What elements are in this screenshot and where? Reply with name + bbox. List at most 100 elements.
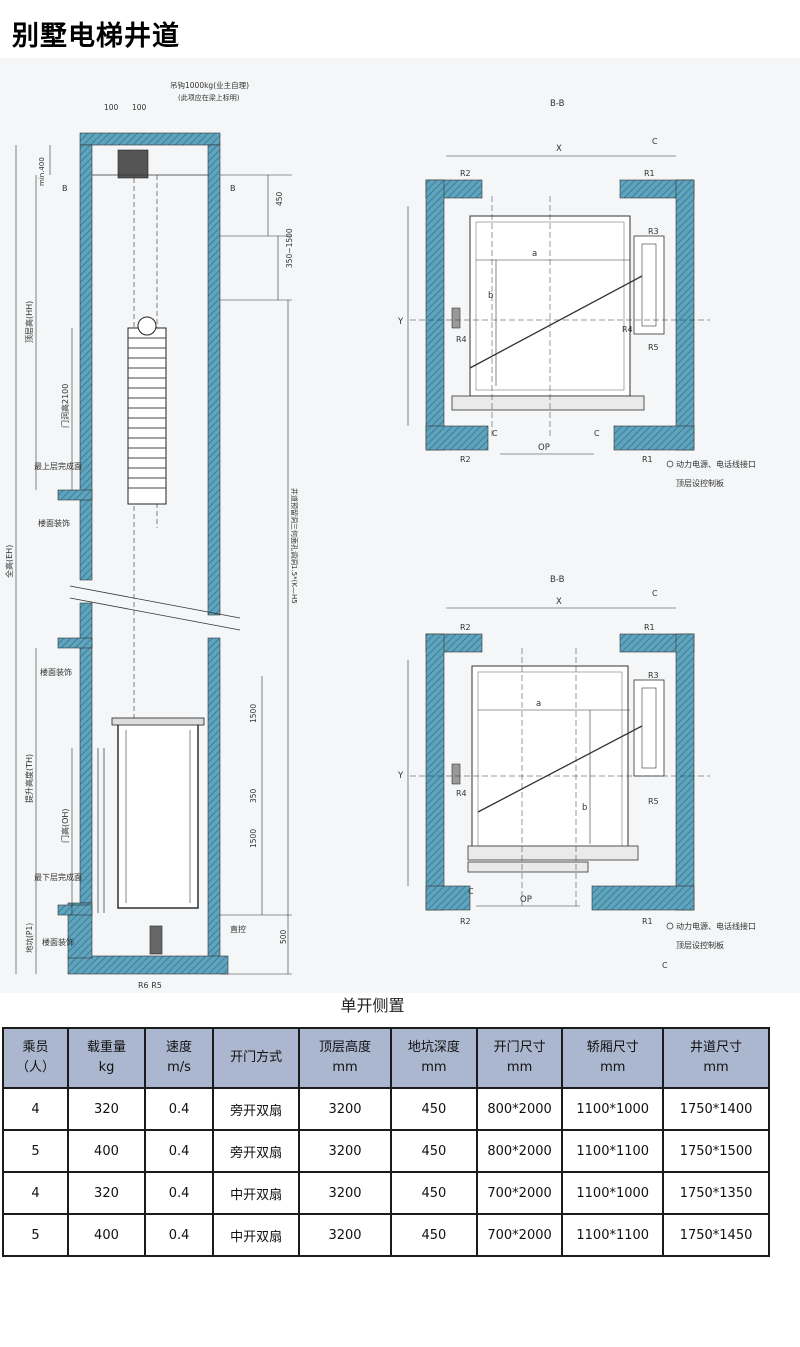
table-cell: 1750*1500 — [662, 1129, 770, 1173]
c-mark: C — [652, 589, 658, 598]
dim-500: 500 — [279, 929, 288, 944]
r-label: R5 — [648, 797, 659, 806]
dim-op: OP — [538, 443, 550, 453]
bottom-r-label: R6 R5 — [138, 981, 162, 990]
section-label: B-B — [550, 575, 565, 585]
power-interface-note: 动力电源、电话线接口 — [676, 921, 756, 931]
plan-view-top: B-B X C a b Y OP C C R2 R1 R3 R4 R4 R5 R… — [397, 99, 756, 488]
header-label: 开门方式 — [230, 1050, 283, 1065]
dim-350-1500: 350~1500 — [285, 228, 294, 268]
dim-100a: 100 — [104, 103, 119, 112]
header-unit: m/s — [167, 1060, 191, 1075]
wall-left — [425, 633, 445, 911]
counterweight — [127, 327, 167, 505]
dim-y: Y — [397, 771, 404, 781]
r-label: R2 — [460, 169, 471, 178]
wall-bottom-left — [425, 425, 489, 451]
power-interface-note: 动力电源、电话线接口 — [676, 459, 756, 469]
c-mark: C — [594, 429, 600, 438]
table-cell: 旁开双扇 — [212, 1129, 300, 1173]
floor-finish-label: 楼面装饰 — [38, 518, 70, 528]
header-label: 载重量 — [86, 1040, 126, 1055]
header-unit: mm — [703, 1060, 729, 1075]
r-label: R2 — [460, 917, 471, 926]
r-label: R5 — [648, 343, 659, 352]
door-height-label: 门洞高2100 — [60, 384, 70, 428]
top-slab — [79, 132, 221, 146]
header-label: 井道尺寸 — [690, 1040, 743, 1055]
table-cell: 0.4 — [143, 1171, 215, 1215]
table-cell: 3200 — [298, 1087, 392, 1131]
wall-bottom-right — [613, 425, 695, 451]
table-cell: 1100*1100 — [561, 1129, 665, 1173]
c-mark: C — [662, 961, 668, 970]
table-cell: 3200 — [298, 1213, 392, 1257]
dim-b: b — [582, 803, 587, 813]
dim-1500a: 1500 — [249, 704, 258, 723]
header-unit: mm — [332, 1060, 358, 1075]
table-cell: 1750*1400 — [662, 1087, 770, 1131]
table-cell: 0.4 — [143, 1129, 215, 1173]
r-label: R1 — [642, 455, 653, 464]
travel-height-label: 提升高度(TH) — [24, 754, 34, 803]
control-panel-note: 顶层设控制板 — [676, 478, 724, 488]
table-cell: 4 — [2, 1171, 69, 1215]
dim-x: X — [556, 597, 562, 607]
floor-slab — [57, 637, 93, 649]
wall-right — [675, 179, 695, 451]
floor-finish-label: 楼面装饰 — [40, 667, 72, 677]
table-cell: 旁开双扇 — [212, 1087, 300, 1131]
door-opening-label: 门高(OH) — [60, 808, 70, 843]
header-unit: （人） — [15, 1060, 55, 1075]
c-mark: C — [492, 429, 498, 438]
shaft-note: 井道预留洞三何面孔调洞1.5*(K—H5 — [290, 488, 299, 604]
dim-a: a — [532, 249, 537, 259]
c-mark: C — [468, 887, 474, 896]
r-label: R4 — [456, 335, 467, 344]
floor-finish-label: 楼面装饰 — [42, 937, 74, 947]
total-height-label: 全高(EH) — [4, 545, 14, 578]
header-label: 开门尺寸 — [493, 1040, 546, 1055]
right-wall — [207, 144, 221, 616]
table-cell: 450 — [389, 1129, 478, 1173]
r-label: R1 — [644, 623, 655, 632]
table-cell: 450 — [389, 1171, 478, 1215]
table-cell: 1100*1000 — [561, 1087, 665, 1131]
table-cell: 450 — [389, 1087, 478, 1131]
top-height-label: 顶层高(HH) — [24, 301, 34, 343]
pit-slab — [67, 955, 229, 975]
r-label: R4 — [456, 789, 467, 798]
section-mark-b: B — [62, 184, 68, 193]
floor-slab — [57, 489, 93, 501]
hook-note: (此项应在梁上标明) — [178, 93, 240, 102]
r-label: R3 — [648, 671, 659, 680]
r-label: R1 — [644, 169, 655, 178]
buffer-label: 直控 — [230, 924, 246, 934]
table-cell: 400 — [66, 1213, 146, 1257]
control-panel-note: 顶层设控制板 — [676, 940, 724, 950]
table-cell: 1750*1350 — [662, 1171, 770, 1215]
hook-label: 吊钩1000kg(业主自理) — [170, 80, 249, 90]
wall-bottom-left — [425, 885, 471, 911]
wall-right — [675, 633, 695, 911]
buffer — [149, 925, 163, 955]
table-cell: 1100*1100 — [561, 1213, 665, 1257]
r-label: R2 — [460, 455, 471, 464]
table-cell: 320 — [66, 1087, 146, 1131]
section-mark-b: B — [230, 184, 236, 193]
top-floor-label: 最上层完成面 — [34, 461, 82, 471]
min400-label: min.400 — [38, 157, 46, 186]
dim-b: b — [488, 291, 493, 301]
header-label: 地坑深度 — [407, 1040, 460, 1055]
dim-100b: 100 — [132, 103, 147, 112]
table-header-cell: 开门方式 — [212, 1027, 300, 1089]
elevator-car — [117, 722, 199, 909]
c-mark: C — [652, 137, 658, 146]
